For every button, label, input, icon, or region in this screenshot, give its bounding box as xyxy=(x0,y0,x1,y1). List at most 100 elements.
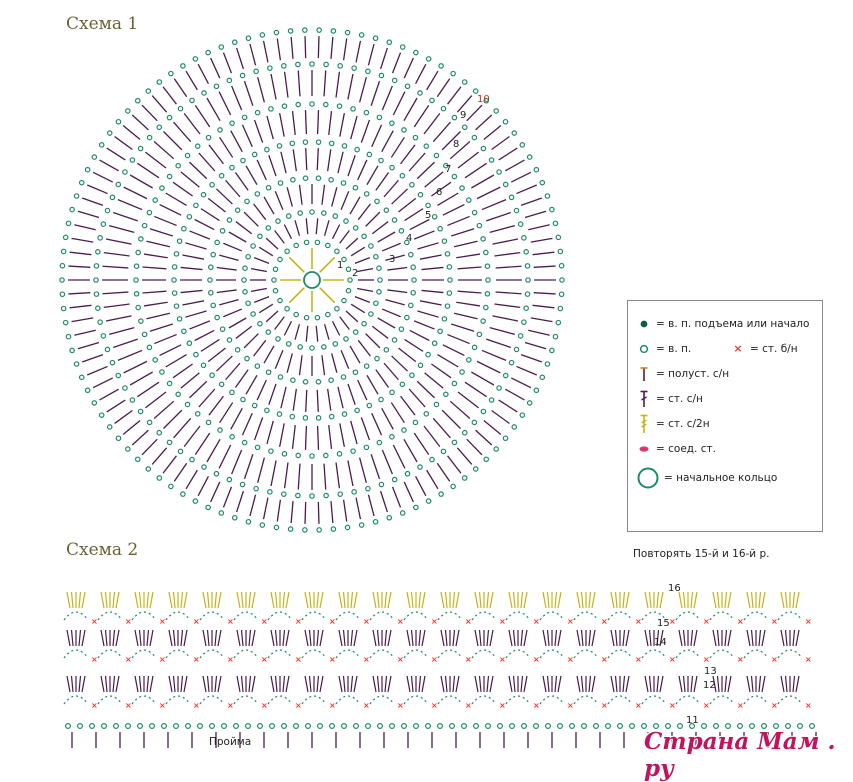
chain-stitch xyxy=(748,723,755,730)
dc-stitch xyxy=(165,192,187,206)
chain-stitch xyxy=(241,439,248,446)
sc-stitch: × xyxy=(363,655,370,664)
chain-stitch xyxy=(265,184,272,191)
fan-stitch xyxy=(251,675,256,693)
chain-stitch xyxy=(523,249,529,255)
chain-stitch xyxy=(309,453,315,459)
fan-stitch xyxy=(149,629,154,647)
dc-stitch xyxy=(68,292,91,295)
legend-row-hdc: = полуст. с/н xyxy=(636,361,814,386)
chain-stitch xyxy=(180,491,186,497)
chain-stitch xyxy=(208,289,214,296)
chain-stitch xyxy=(192,498,199,504)
chain-stitch xyxy=(186,213,193,220)
chain-stitch xyxy=(363,444,370,451)
dc-stitch xyxy=(218,444,232,469)
chain-stitch xyxy=(383,347,390,353)
dc-stitch xyxy=(457,391,479,409)
dc-stitch xyxy=(492,315,519,322)
dc-stitch xyxy=(330,501,334,524)
chain-stitch xyxy=(323,101,329,108)
chain-stitch xyxy=(241,277,247,283)
chain-stitch xyxy=(193,202,199,209)
chain-stitch xyxy=(201,464,207,470)
chain-arch xyxy=(471,649,497,659)
dc-stitch xyxy=(447,455,462,474)
dc-stitch xyxy=(81,353,104,363)
chain-stitch xyxy=(533,387,540,394)
fan-stitch xyxy=(183,675,188,693)
chain-stitch xyxy=(341,297,347,304)
dc-stitch xyxy=(456,447,473,465)
dc-stitch xyxy=(241,412,253,436)
dc-stitch xyxy=(243,211,259,227)
dc-stitch xyxy=(153,141,175,160)
dc-stitch xyxy=(86,365,108,376)
chain-stitch xyxy=(207,277,213,283)
dc-stitch xyxy=(298,184,303,205)
fan-stitch xyxy=(240,675,244,693)
dc-stitch xyxy=(371,124,383,148)
dc-stitch xyxy=(489,326,516,335)
dc-stitch xyxy=(163,409,183,429)
round-number: 3 xyxy=(389,254,395,265)
dc-stitch xyxy=(283,224,293,240)
chain-stitch xyxy=(616,723,623,730)
dc-stitch xyxy=(504,159,525,172)
chain-stitch xyxy=(272,266,279,273)
dc-stitch xyxy=(183,425,201,447)
tr-icon xyxy=(636,414,652,434)
dc-stitch xyxy=(235,47,245,70)
fan-stitch xyxy=(716,629,720,647)
chain-stitch xyxy=(399,510,406,516)
chain-stitch xyxy=(277,256,283,263)
chain-stitch xyxy=(519,142,526,148)
sc-stitch: × xyxy=(193,617,200,626)
dc-stitch xyxy=(185,70,198,91)
sc-stitch: × xyxy=(159,617,166,626)
chain-stitch xyxy=(277,180,284,186)
dc-stitch xyxy=(331,224,341,240)
sc-stitch: × xyxy=(329,701,336,710)
fan-stitch xyxy=(172,629,176,647)
dc-stitch xyxy=(489,225,516,234)
chain-stitch xyxy=(265,225,272,231)
chain-stitch xyxy=(73,361,80,367)
chain-stitch xyxy=(134,456,141,463)
chain-stitch xyxy=(412,134,419,141)
dc-stitch xyxy=(243,454,254,480)
fan-stitch xyxy=(180,629,184,647)
chain-stitch xyxy=(295,492,301,499)
dc-stitch xyxy=(189,320,211,330)
chain-stitch xyxy=(156,475,163,481)
sc-stitch: × xyxy=(499,655,506,664)
fan-stitch xyxy=(758,591,762,609)
dc-stitch xyxy=(532,304,555,309)
fan-stitch xyxy=(316,629,320,647)
fan-stitch xyxy=(304,675,309,693)
fan-stitch xyxy=(784,675,788,693)
chain-stitch xyxy=(226,217,233,223)
chain-stitch xyxy=(78,374,85,381)
fan-stitch xyxy=(134,629,139,647)
chain-stitch xyxy=(376,114,383,121)
sc-stitch: × xyxy=(397,617,404,626)
fan-stitch xyxy=(614,629,618,647)
chain-stitch xyxy=(290,177,296,183)
fan-stitch xyxy=(659,629,664,647)
chain-stitch xyxy=(122,169,128,175)
dc-stitch xyxy=(475,114,493,131)
chain-stitch xyxy=(268,448,274,454)
strip-diagram: ××××××××××××××××××××××××××××××××××××××××… xyxy=(63,583,817,748)
fan-stitch xyxy=(285,591,290,609)
chain-stitch xyxy=(125,108,131,114)
chain-stitch xyxy=(332,341,339,347)
fan-stitch xyxy=(678,591,683,609)
chain-stitch xyxy=(480,236,486,242)
chain-stitch xyxy=(302,175,309,182)
chain-arch xyxy=(573,611,599,621)
chain-stitch xyxy=(520,723,527,730)
dc-stitch xyxy=(99,388,120,401)
dc-stitch xyxy=(495,265,522,269)
chain-stitch xyxy=(145,88,152,94)
